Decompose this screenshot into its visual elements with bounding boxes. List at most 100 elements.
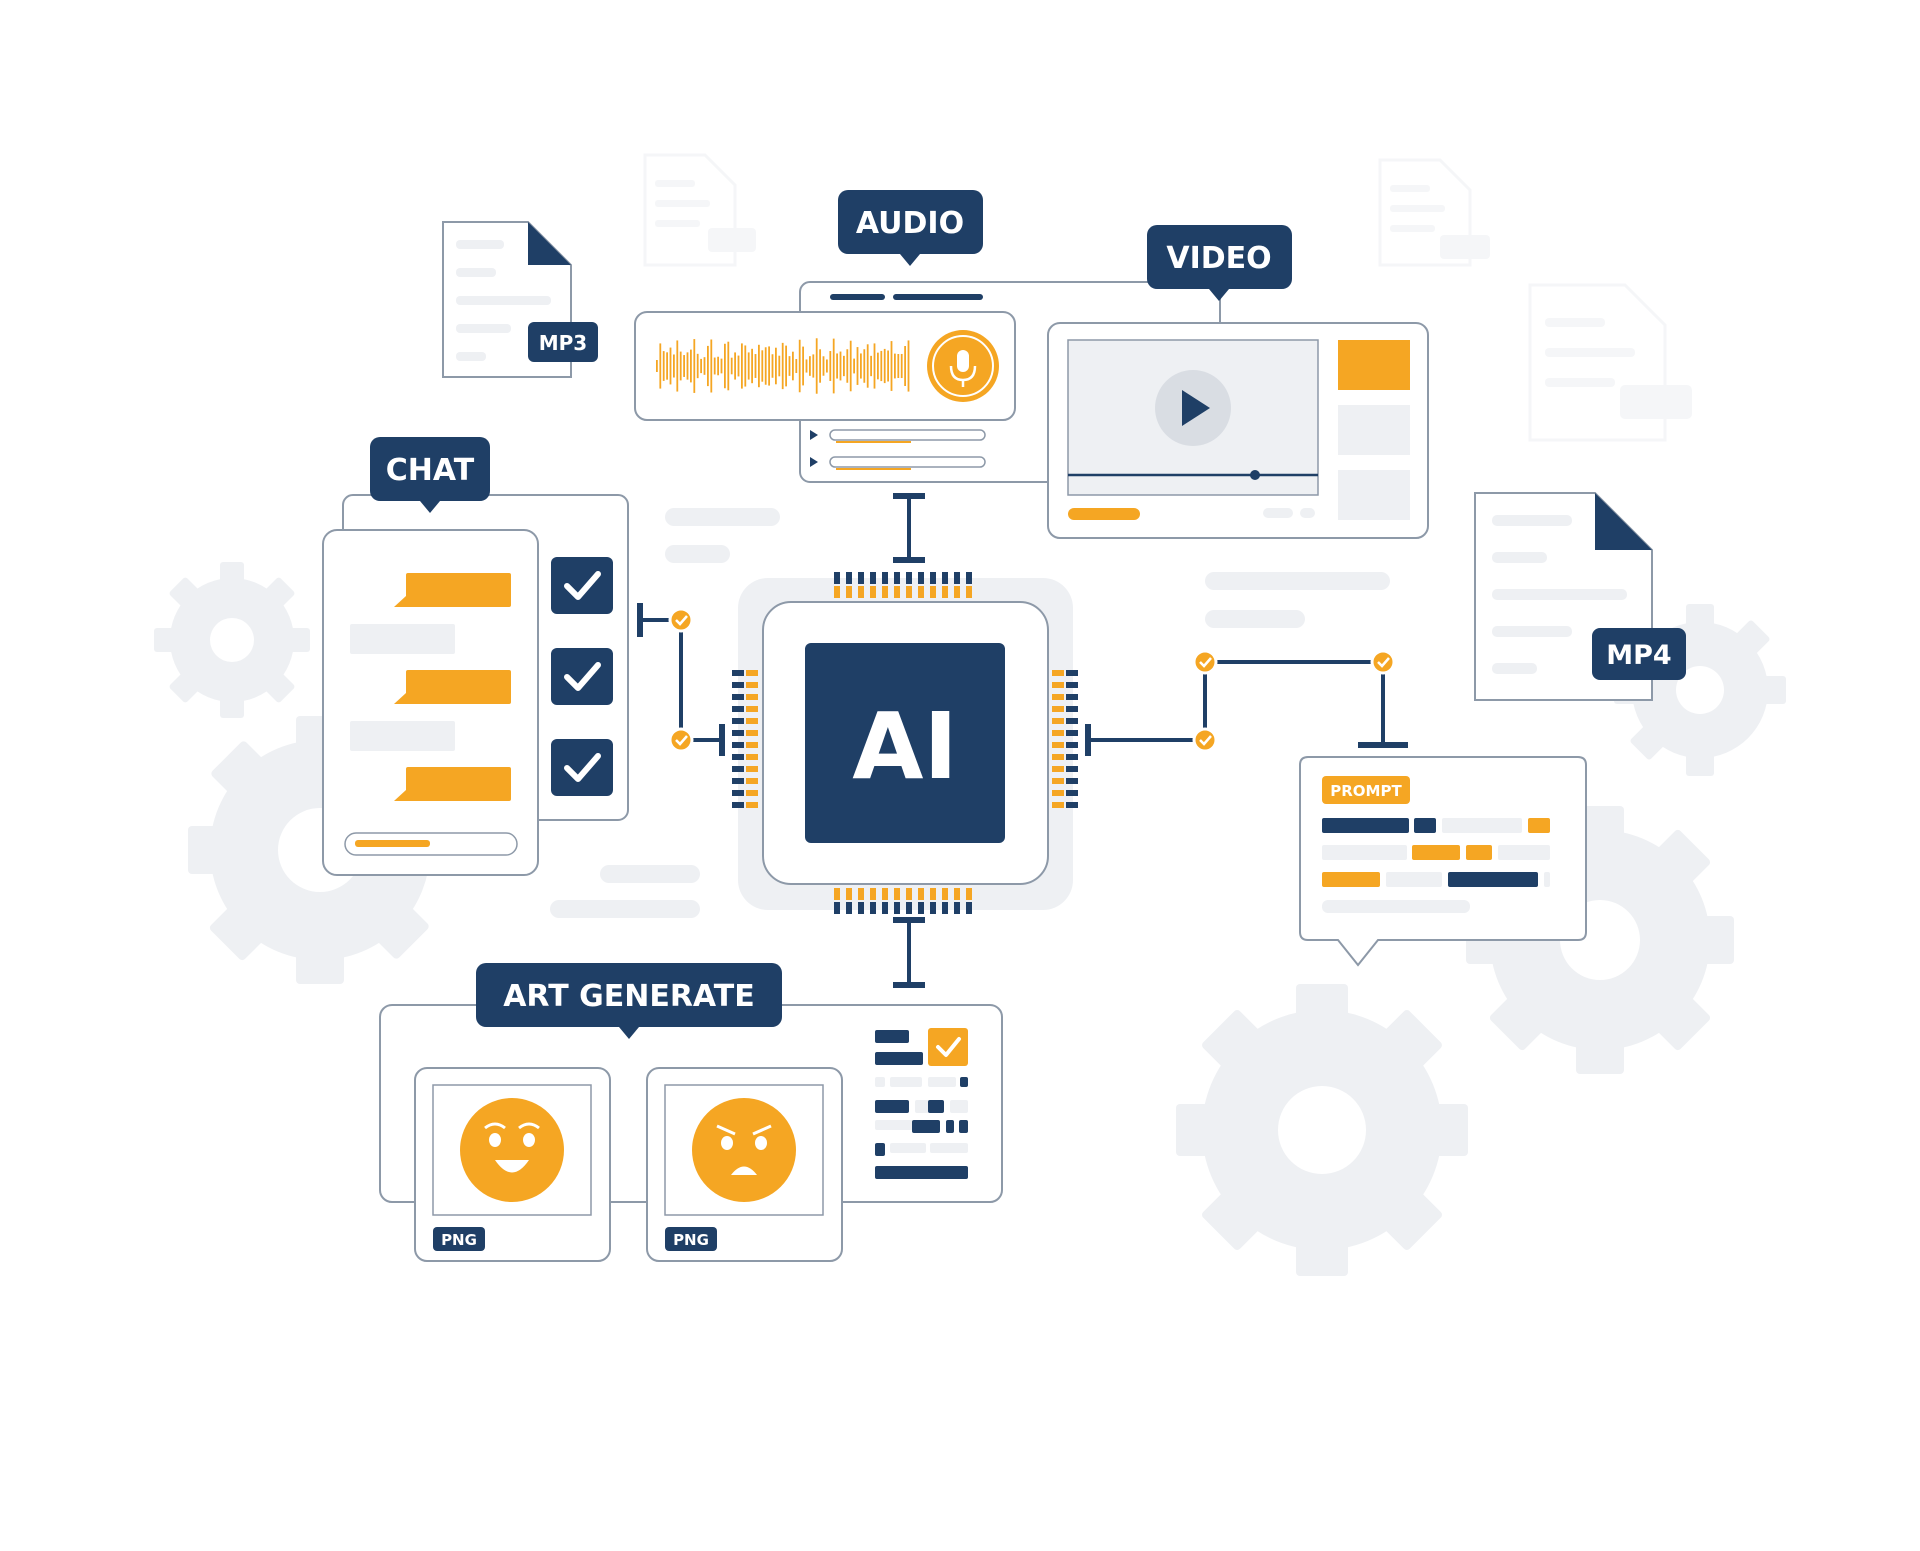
waveform-bar [822,356,825,376]
chip-pin [906,586,912,598]
waveform-bar [673,354,675,378]
waveform-bar [703,357,706,375]
video-label-tag: VIDEO [1147,225,1292,301]
chip-pin [732,802,744,808]
chip-pin [858,902,864,914]
waveform-bar [727,341,730,391]
chip-pin [906,902,912,914]
video-thumbnail-active [1338,340,1410,390]
waveform-bar [781,342,784,390]
chip-pin [1066,802,1078,808]
art-settings-list [875,1028,968,1179]
waveform-bar [768,346,770,386]
waveform-bar [700,358,702,374]
chip-pin [930,586,936,598]
waveform-bar [707,345,709,387]
mp3-file-icon: MP3 [442,221,598,378]
gear-icon-bottom-right [1176,984,1468,1276]
chip-pin [918,586,924,598]
waveform-bar [849,340,852,392]
audio-track-list [810,429,986,470]
chip-pin [1052,718,1064,724]
chip-pin [930,888,936,900]
checkmark-icon[interactable] [551,648,613,705]
waveform-bar [730,357,733,375]
waveform-bar [656,360,658,372]
waveform-bar [744,345,747,387]
background-bars [550,508,1390,918]
chip-pin [930,572,936,584]
chip-pin [894,888,900,900]
chip-pin [918,572,924,584]
checkmark-icon[interactable] [551,739,613,796]
faint-document-icon-3 [1528,283,1692,442]
chip-pin [846,586,852,598]
waveform-bar [877,352,879,380]
waveform-bar [812,354,815,378]
chat-messages [350,573,511,801]
waveform-bar [659,343,662,389]
chip-pin [846,888,852,900]
waveform-bar [683,355,685,377]
checkmark-icon [668,607,694,633]
chip-pin [906,572,912,584]
waveform-bar [870,355,872,377]
chip-pin [1066,790,1078,796]
chip-pin [942,888,948,900]
chip-pin [1066,754,1078,760]
waveform-bar [829,351,832,381]
connector-nodes [668,607,1396,753]
chat-panel [322,494,629,876]
chip-pin [1052,742,1064,748]
waveform-bar [720,358,723,374]
chip-pins [732,572,1078,914]
play-icon [810,430,818,440]
chip-pin [1052,790,1064,796]
prompt-label: PROMPT [1330,782,1402,800]
chip-pin [1052,682,1064,688]
chip-pin [746,730,758,736]
faint-document-icon-2 [1378,158,1490,267]
chip-pin [746,682,758,688]
waveform-bar [713,357,716,375]
checkmark-icon [1370,649,1396,675]
chip-pin [858,888,864,900]
checkmark-icon[interactable] [551,557,613,614]
chip-pin [894,586,900,598]
waveform-bar [778,355,781,377]
chip-pin [732,694,744,700]
waveform-bar [679,351,682,381]
happy-face-icon [460,1098,564,1202]
chip-pin [732,670,744,676]
image-card-2[interactable]: PNG [646,1067,843,1262]
play-icon [810,457,818,467]
prompt-badge [1322,776,1410,804]
waveform-bar [693,339,696,393]
waveform-bar [724,343,726,389]
chip-pin [966,572,972,584]
chat-input [344,832,518,856]
chip-pin [834,572,840,584]
chip-pin [954,572,960,584]
chip-pin [1066,778,1078,784]
chip-pin [1066,670,1078,676]
microphone-icon[interactable] [927,330,999,402]
play-icon[interactable] [1155,370,1231,446]
chip-icon: AI [732,572,1078,914]
audio-label: AUDIO [856,206,964,241]
chip-pin [930,902,936,914]
chip-pin [954,586,960,598]
chip-pin [882,888,888,900]
waveform-bar [686,352,689,380]
video-thumbnail [1338,405,1410,455]
image-card-1[interactable]: PNG [414,1067,611,1262]
waveform-bar [771,354,774,378]
waveform-bar [815,338,818,394]
video-thumbnail [1338,470,1410,520]
chat-label: CHAT [386,453,475,488]
chip-pin [870,902,876,914]
checkmark-icon[interactable] [928,1028,968,1066]
chip-pin [882,572,888,584]
chip-pin [746,802,758,808]
